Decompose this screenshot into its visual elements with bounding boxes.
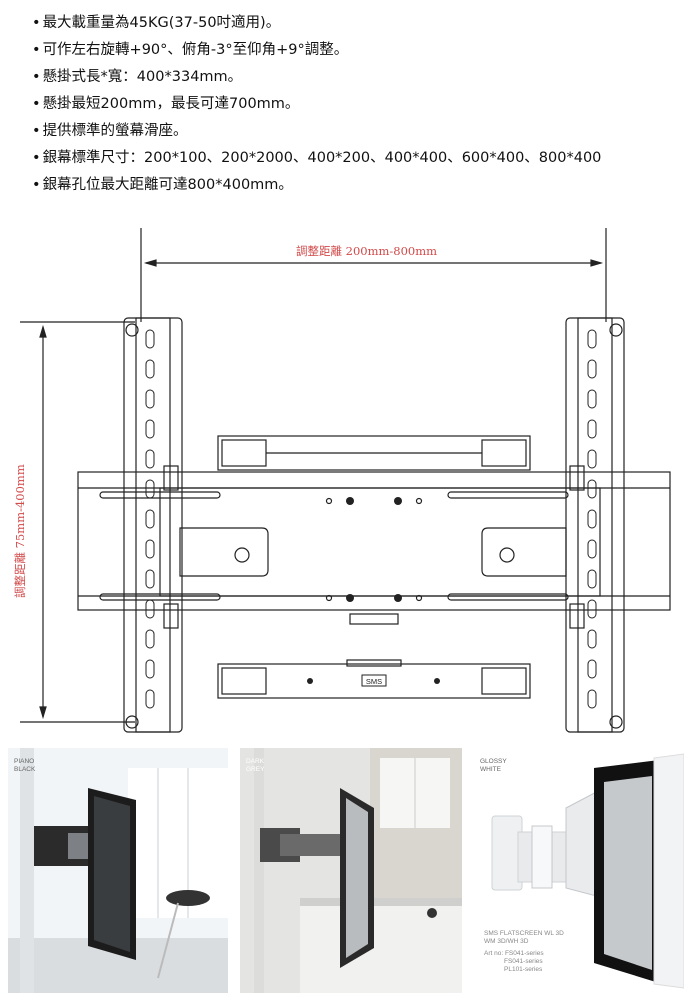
rail-slot bbox=[145, 479, 155, 499]
spec-item: 最大載重量為45KG(37-50吋適用)。 bbox=[32, 10, 601, 37]
spec-item: 銀幕孔位最大距離可達800*400mm。 bbox=[32, 172, 601, 199]
rail-slot bbox=[587, 569, 597, 589]
rail-slot bbox=[587, 629, 597, 649]
spec-item: 可作左右旋轉+90°、俯角-3°至仰角+9°調整。 bbox=[32, 37, 601, 64]
spec-item: 懸掛最短200mm，最長可達700mm。 bbox=[32, 91, 601, 118]
spec-item: 懸掛式長*寬：400*334mm。 bbox=[32, 64, 601, 91]
rail-slot bbox=[587, 479, 597, 499]
rail-slot bbox=[145, 569, 155, 589]
rail-slot bbox=[587, 659, 597, 679]
brand-plate: SMS bbox=[366, 677, 382, 686]
rail-slot bbox=[587, 539, 597, 559]
rail-slot bbox=[587, 419, 597, 439]
rail-slot bbox=[145, 659, 155, 679]
vertical-dimension-label: 調整距離 75mm-400mm bbox=[13, 464, 27, 598]
spec-item: 提供標準的螢幕滑座。 bbox=[32, 118, 601, 145]
rail-slot bbox=[587, 509, 597, 529]
rail-slot bbox=[587, 329, 597, 349]
rail-slot bbox=[145, 629, 155, 649]
rail-slot bbox=[145, 509, 155, 529]
rail-slot bbox=[587, 359, 597, 379]
product-caption: SMS FLATSCREEN WL 3D WM 3D/WH 3D Art no:… bbox=[484, 930, 564, 973]
mount-technical-drawing: SMS bbox=[20, 228, 671, 733]
rail-slot bbox=[587, 599, 597, 619]
rail-slot bbox=[587, 389, 597, 409]
rail-slot bbox=[587, 449, 597, 469]
rail-slot bbox=[587, 689, 597, 709]
rail-slot bbox=[145, 599, 155, 619]
horizontal-dimension-label: 調整距離 200mm-800mm bbox=[296, 244, 438, 258]
rail-slot bbox=[145, 449, 155, 469]
rail-slot bbox=[145, 539, 155, 559]
spec-list: 最大載重量為45KG(37-50吋適用)。 可作左右旋轉+90°、俯角-3°至仰… bbox=[32, 10, 602, 199]
rail-slot bbox=[145, 389, 155, 409]
spec-item: 銀幕標準尺寸：200*100、200*2000、400*200、400*400、… bbox=[32, 145, 602, 172]
rail-slot bbox=[145, 419, 155, 439]
rail-slot bbox=[145, 329, 155, 349]
rail-slot bbox=[145, 359, 155, 379]
rail-slot bbox=[145, 689, 155, 709]
